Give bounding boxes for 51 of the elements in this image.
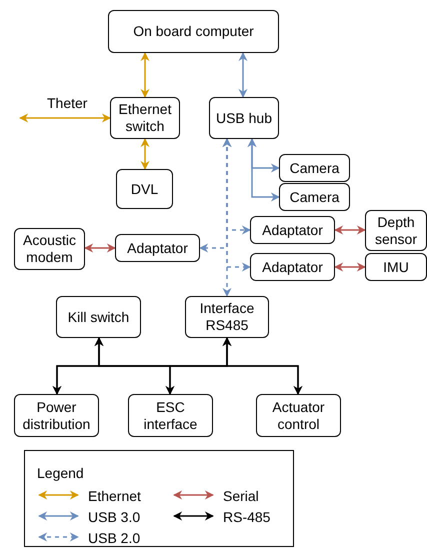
process-box xyxy=(14,394,99,437)
connector-arrow xyxy=(248,138,280,202)
node-label: ESC interface xyxy=(142,398,198,432)
connector-arrow xyxy=(334,226,366,234)
node-label: Acoustic modem xyxy=(22,232,77,266)
process-box xyxy=(116,169,173,209)
process-box xyxy=(108,10,279,53)
legend-label: Ethernet xyxy=(88,488,141,504)
process-box xyxy=(250,216,335,244)
connector-arrow xyxy=(19,114,111,122)
node-label: Adaptator xyxy=(262,258,323,276)
node-label: Camera xyxy=(290,160,340,176)
node-label: Actuator control xyxy=(271,398,326,432)
process-box xyxy=(14,228,85,270)
process-box xyxy=(115,234,200,262)
process-box xyxy=(56,296,141,338)
process-box xyxy=(209,97,279,139)
edge-label: Theter xyxy=(45,95,90,111)
node-label: Power distribution xyxy=(22,398,92,432)
connector-arrow xyxy=(334,262,366,272)
legend-label: Serial xyxy=(223,488,259,504)
node-label: Depth sensor xyxy=(374,214,418,248)
node-label: Ethernet switch xyxy=(118,101,172,135)
connector-arrow xyxy=(238,52,248,98)
process-box xyxy=(250,253,335,281)
process-box xyxy=(365,253,427,281)
process-box xyxy=(365,210,427,251)
process-box xyxy=(110,97,180,139)
process-box xyxy=(256,394,341,437)
node-label: Interface RS485 xyxy=(198,300,256,334)
node-label: On board computer xyxy=(133,23,254,40)
node-label: DVL xyxy=(130,180,158,198)
node-label: Adaptator xyxy=(127,240,188,256)
node-label: Camera xyxy=(290,188,340,206)
process-box xyxy=(279,154,350,182)
node-label: Kill switch xyxy=(68,308,130,326)
connector-arrow xyxy=(140,52,150,98)
legend-label: USB 3.0 xyxy=(88,509,140,525)
connector-arrow xyxy=(222,337,302,395)
process-box xyxy=(128,394,213,437)
process-box xyxy=(279,183,350,211)
connector-arrow xyxy=(140,138,150,170)
legend-label: USB 2.0 xyxy=(88,530,140,546)
process-box xyxy=(185,296,269,338)
node-label: IMU xyxy=(383,258,409,276)
connector-arrow xyxy=(84,244,116,252)
connector-arrow xyxy=(222,138,232,297)
node-label: Adaptator xyxy=(262,222,323,238)
node-label: USB hub xyxy=(216,110,272,126)
legend-label: RS-485 xyxy=(223,509,270,525)
legend-title: Legend xyxy=(37,465,84,481)
